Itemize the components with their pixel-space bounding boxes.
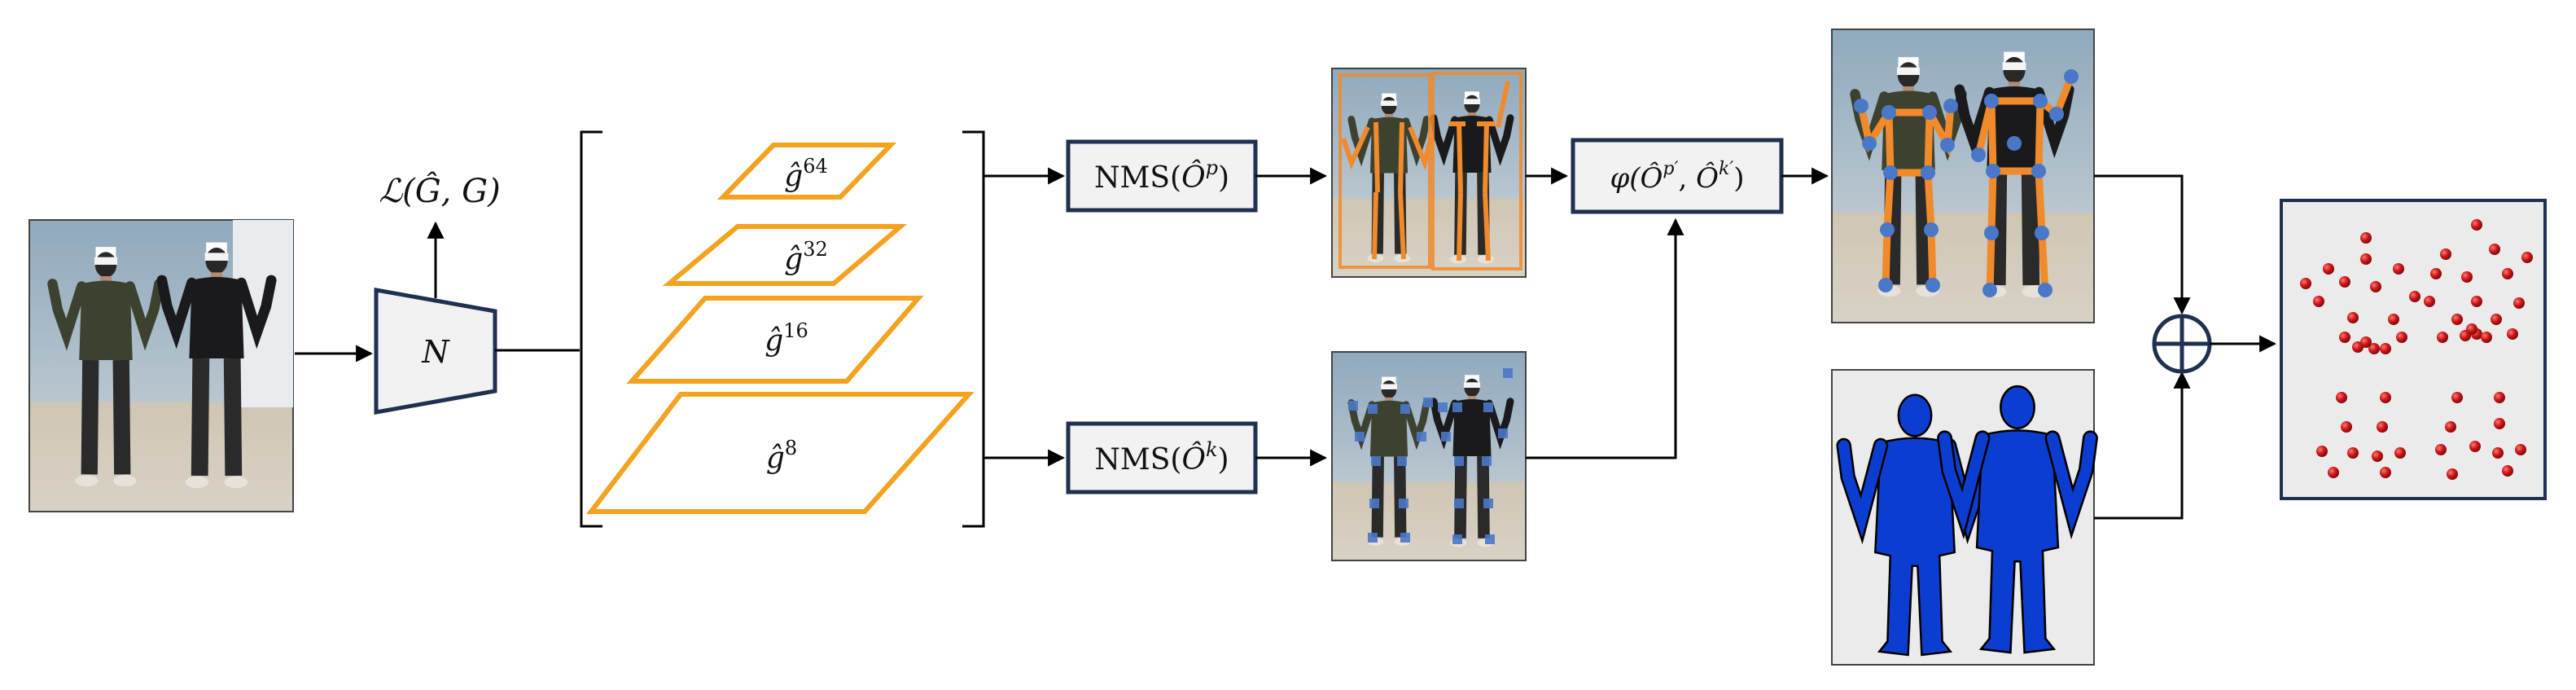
nms-parts-symbol: Ô: [1181, 160, 1206, 195]
heatmap-8-base: ĝ: [766, 442, 785, 475]
matching-sep: ,: [1678, 162, 1696, 195]
matching-func: φ(: [1610, 162, 1641, 195]
matching-a-sup: p′: [1663, 159, 1678, 179]
matching-b: Ô: [1696, 161, 1719, 195]
svg-text:ĝ8: ĝ8: [766, 437, 797, 475]
nms-keypoints-suffix: ): [1218, 443, 1229, 477]
nms-keypoints-symbol: Ô: [1181, 442, 1206, 477]
svg-text:ĝ32: ĝ32: [784, 238, 828, 276]
heatmap-64-sup: 64: [803, 155, 828, 178]
nms-keypoints-box: NMS(Ôk): [1066, 421, 1258, 494]
nms-parts-suffix: ): [1218, 161, 1229, 195]
circled-plus-icon: [2152, 314, 2212, 374]
heatmap-8-sup: 8: [785, 437, 797, 459]
heatmap-16-base: ĝ: [764, 324, 783, 358]
heatmap-bracket: [580, 130, 985, 528]
heatmap-16-sup: 16: [783, 319, 808, 342]
heatmap-8: ĝ8: [585, 392, 975, 514]
network-block: N: [374, 288, 497, 415]
output-marker-panel: [2280, 199, 2547, 500]
arrow-skeleton-to-fusion: [2094, 174, 2191, 315]
svg-text:NMS(Ôp): NMS(Ôp): [1094, 156, 1229, 195]
heatmap-32: ĝ32: [662, 224, 908, 286]
nms-parts-prefix: NMS(: [1094, 161, 1181, 195]
network-label: N: [421, 334, 450, 370]
arrow-silhouette-to-fusion: [2094, 371, 2191, 520]
skeleton-photo: [1831, 29, 2095, 323]
svg-text:NMS(Ôk): NMS(Ôk): [1094, 438, 1229, 477]
svg-text:φ(Ôp′, Ôk′): φ(Ôp′, Ôk′): [1610, 159, 1744, 195]
input-photo: [28, 219, 294, 512]
marker-points: [2300, 219, 2533, 480]
nms-keypoints-sup: k: [1206, 438, 1218, 461]
matching-suffix: ): [1733, 162, 1744, 195]
nms-keypoints-prefix: NMS(: [1094, 443, 1181, 477]
svg-text:ĝ64: ĝ64: [784, 155, 828, 193]
parts-photo: [1331, 68, 1527, 278]
svg-text:ĝ16: ĝ16: [764, 319, 808, 358]
silhouette-image: [1831, 369, 2094, 666]
matching-box: φ(Ôp′, Ôk′): [1571, 138, 1784, 214]
nms-parts-box: NMS(Ôp): [1066, 139, 1258, 213]
keypoints-photo: [1331, 351, 1527, 561]
loss-label: ℒ(Ĝ, G): [379, 172, 500, 210]
heatmap-64-base: ĝ: [784, 160, 803, 193]
heatmap-64: ĝ64: [716, 143, 897, 200]
heatmap-32-base: ĝ: [784, 243, 803, 276]
heatmap-32-sup: 32: [803, 238, 828, 261]
matching-a: Ô: [1641, 161, 1663, 195]
arrow-keypoints-to-matching: [1526, 218, 1684, 459]
nms-parts-sup: p: [1206, 156, 1218, 179]
matching-b-sup: k′: [1719, 159, 1733, 179]
heatmap-16: ĝ16: [626, 296, 924, 384]
